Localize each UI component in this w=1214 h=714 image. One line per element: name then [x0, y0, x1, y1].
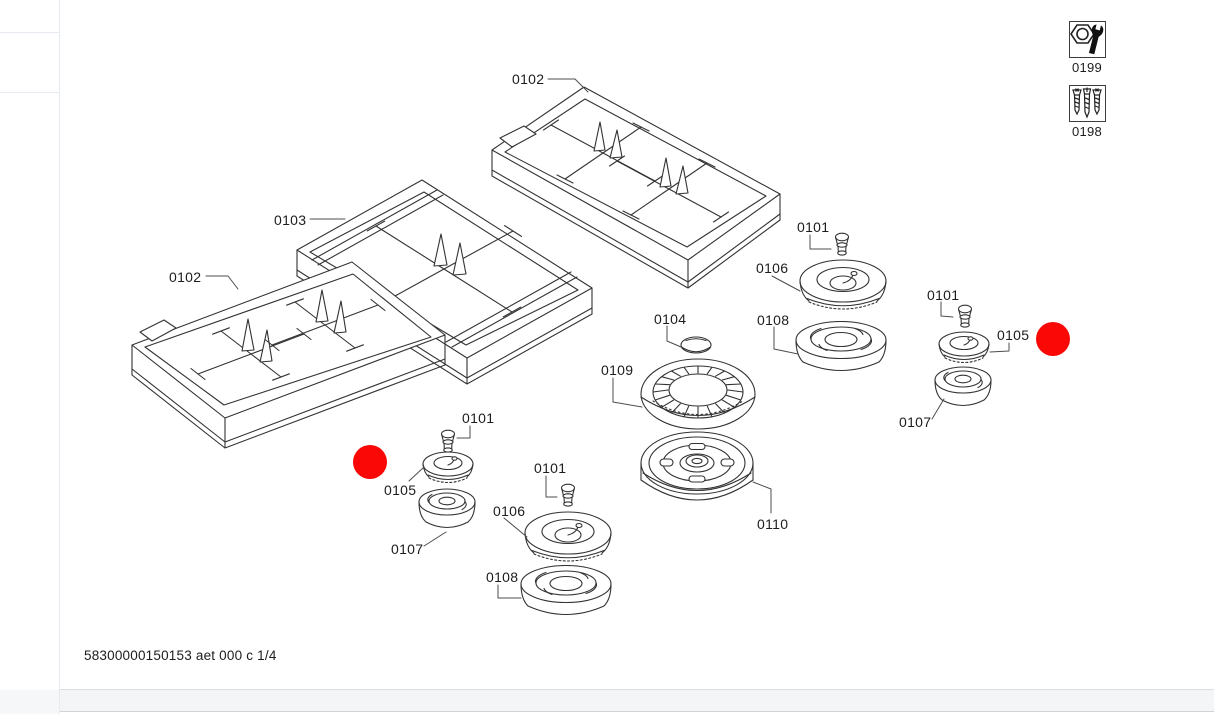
callout-0109[interactable]: 0109 — [601, 362, 634, 378]
exploded-parts-drawing — [131, 78, 1010, 616]
callout-0103[interactable]: 0103 — [274, 212, 307, 228]
part-jet-right-large[interactable] — [834, 232, 850, 256]
callout-0101-r2[interactable]: 0101 — [927, 287, 960, 303]
accessory-item-0199[interactable]: 0199 — [1067, 21, 1107, 75]
callout-0107-left[interactable]: 0107 — [391, 541, 424, 557]
part-burner-base-right[interactable] — [795, 321, 887, 372]
callout-0101-r1[interactable]: 0101 — [797, 219, 830, 235]
callout-0108-right[interactable]: 0108 — [757, 312, 790, 328]
accessory-label-0199[interactable]: 0199 — [1071, 60, 1103, 75]
callout-0106-right[interactable]: 0106 — [756, 260, 789, 276]
callout-0105-left[interactable]: 0105 — [384, 482, 417, 498]
part-jet-left-small[interactable] — [440, 429, 456, 453]
red-selection-marker-left[interactable] — [353, 445, 387, 479]
part-burner-head-small-left[interactable] — [422, 451, 474, 484]
part-burner-base-center[interactable] — [640, 431, 754, 501]
callout-0101-l2[interactable]: 0101 — [534, 460, 567, 476]
part-jet-left-mid[interactable] — [560, 483, 576, 507]
callout-0110[interactable]: 0110 — [757, 516, 789, 532]
red-selection-marker-right[interactable] — [1036, 322, 1070, 356]
callout-0108-left[interactable]: 0108 — [486, 569, 519, 585]
document-reference: 58300000150153 aet 000 c 1/4 — [84, 648, 277, 663]
callout-leader-lines — [205, 78, 1010, 599]
hidden-left-panel-edge — [0, 0, 60, 714]
part-burner-ring-center[interactable] — [640, 358, 756, 430]
callout-0106-left[interactable]: 0106 — [493, 503, 526, 519]
accessory-label-0198[interactable]: 0198 — [1071, 124, 1103, 139]
part-jet-right-small[interactable] — [957, 304, 973, 328]
accessory-item-0198[interactable]: 0198 — [1067, 85, 1107, 139]
callout-0102-top[interactable]: 0102 — [512, 71, 545, 87]
callout-0105-right[interactable]: 0105 — [997, 327, 1030, 343]
callout-0101-l1[interactable]: 0101 — [462, 410, 495, 426]
part-burner-head-left[interactable] — [524, 511, 612, 562]
part-burner-cap-center[interactable] — [680, 336, 712, 354]
callout-0102-left[interactable]: 0102 — [169, 269, 202, 285]
panel-bottom-shade — [0, 690, 59, 714]
callout-0104[interactable]: 0104 — [654, 311, 687, 327]
part-burner-base-small-left[interactable] — [418, 488, 476, 529]
wrench-nut-icon[interactable] — [1068, 21, 1106, 58]
part-burner-head-small-right[interactable] — [938, 331, 990, 364]
part-burner-head-right[interactable] — [799, 259, 887, 310]
screws-icon[interactable] — [1068, 85, 1106, 122]
callout-0107-right[interactable]: 0107 — [899, 414, 932, 430]
panel-cell — [0, 33, 59, 93]
bottom-scroll-area — [60, 689, 1214, 712]
panel-cell — [0, 0, 59, 33]
part-pan-support-left[interactable] — [131, 261, 446, 449]
part-pan-support-top[interactable] — [491, 86, 781, 289]
part-burner-base-left[interactable] — [520, 565, 612, 616]
